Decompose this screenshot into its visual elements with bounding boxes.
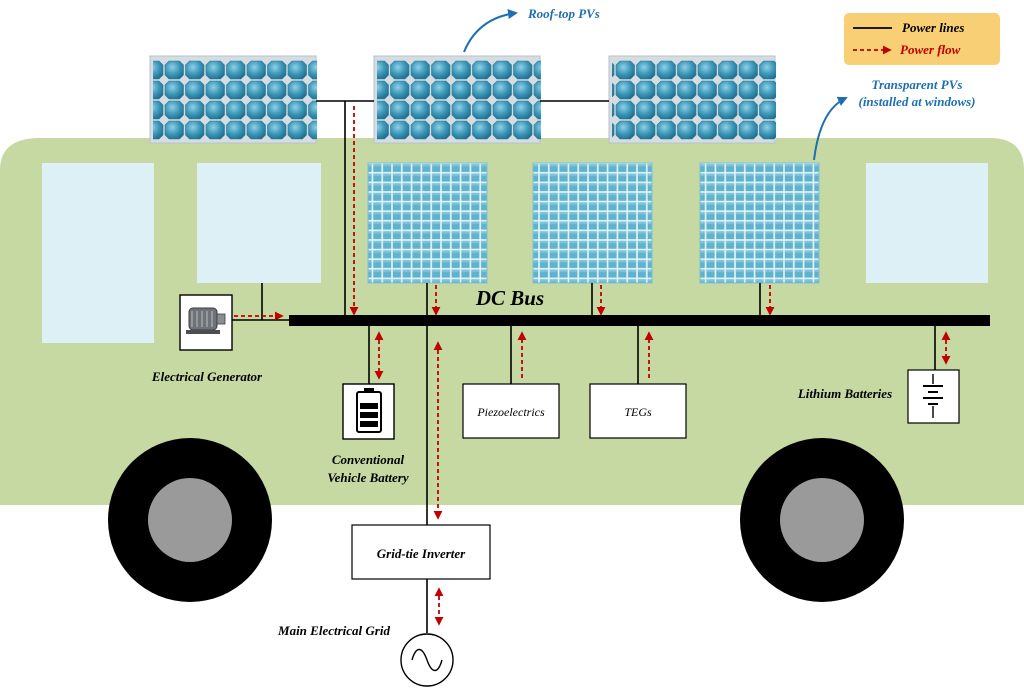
piezoelectrics-label: Piezoelectrics	[476, 405, 545, 419]
transparent-pvs-label-line1: Transparent PVs	[872, 77, 963, 92]
electrical-generator-label: Electrical Generator	[151, 369, 263, 384]
lithium-batteries-label: Lithium Batteries	[797, 386, 892, 401]
roof-top-pv-panel-3	[608, 55, 776, 144]
wheel-rear	[740, 438, 904, 602]
roof-top-pvs-callout-arrow	[463, 9, 518, 53]
dc-bus-label: DC Bus	[475, 286, 544, 310]
grid-tie-inverter-box	[351, 524, 491, 580]
conventional-vehicle-battery	[342, 383, 395, 440]
transparent-pv-power-flows	[431, 285, 775, 316]
wheel-front	[108, 438, 272, 602]
bus-window-rear	[866, 163, 988, 283]
dc-bus-bar	[289, 315, 990, 326]
battery-symbol-icon	[923, 374, 943, 418]
roof-top-pv-panel-1	[149, 55, 317, 144]
roof-pv-power-lines	[316, 100, 609, 320]
transparent-pv-power-lines	[426, 283, 761, 320]
motor-icon	[186, 307, 226, 334]
transparent-pv-panel-1	[367, 162, 488, 284]
piezoelectrics-box	[462, 383, 560, 439]
conventional-battery-label-line1: Conventional	[332, 452, 405, 467]
transparent-pvs-callout-arrow	[813, 96, 848, 161]
electrical-generator	[179, 294, 233, 351]
tegs-label: TEGs	[624, 405, 652, 419]
legend-power-lines-label: Power lines	[902, 20, 964, 35]
main-electrical-grid-label: Main Electrical Grid	[277, 623, 390, 638]
grid-tie-inverter-label: Grid-tie Inverter	[377, 546, 466, 561]
legend-power-flow-label: Power flow	[900, 42, 961, 57]
bus-window-2	[197, 163, 321, 283]
transparent-pv-panel-2	[532, 162, 653, 284]
tegs-box	[589, 383, 687, 439]
roof-top-pv-panel-2	[373, 55, 541, 144]
transparent-pvs-label-line2: (installed at windows)	[858, 94, 975, 109]
ac-source-icon	[400, 633, 454, 687]
roof-top-pvs-label: Roof-top PVs	[527, 6, 600, 21]
transparent-pv-panel-3	[699, 162, 820, 284]
legend: Power lines Power flow	[844, 13, 1000, 65]
battery-icon	[356, 388, 382, 433]
conventional-battery-label-line2: Vehicle Battery	[327, 470, 408, 485]
bus-window-front	[42, 163, 154, 343]
lithium-batteries	[907, 369, 960, 424]
